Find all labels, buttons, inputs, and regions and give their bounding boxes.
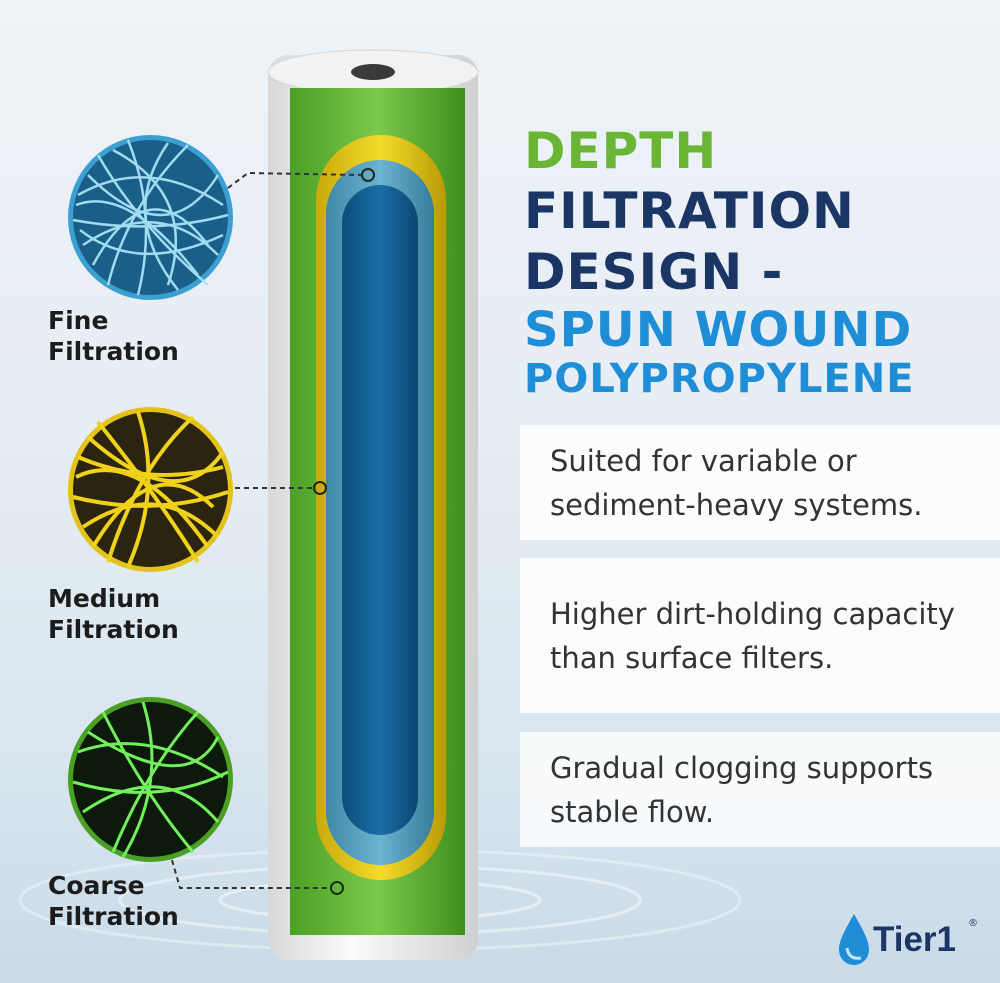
feature-card: Gradual clogging supports stable flow. <box>520 732 1000 847</box>
title-line-polypropylene: POLYPROPYLENE <box>524 356 915 402</box>
filter-cartridge-illustration <box>171 49 479 960</box>
medium-label-line1: Medium <box>48 584 161 613</box>
feature-text: Suited for variable or sediment-heavy sy… <box>550 443 923 522</box>
title-line-filtration: FILTRATION <box>524 182 855 240</box>
title-line-depth: DEPTH <box>524 122 718 180</box>
feature-text: Gradual clogging supports stable flow. <box>550 750 934 829</box>
cartridge-core-hole <box>351 64 395 80</box>
coarse-fiber-circle <box>68 697 233 862</box>
feature-card: Higher dirt-holding capacity than surfac… <box>520 558 1000 713</box>
coarse-label-line1: Coarse <box>48 871 145 900</box>
brand-name: Tier1 <box>873 920 957 959</box>
registered-mark: ® <box>968 918 978 929</box>
inner-core <box>342 185 418 835</box>
feature-card: Suited for variable or sediment-heavy sy… <box>520 425 1000 540</box>
fine-label-line1: Fine <box>48 306 109 335</box>
medium-label-line2: Filtration <box>48 615 179 644</box>
water-drop-icon <box>839 914 869 965</box>
fine-fiber-circle <box>68 135 233 300</box>
coarse-label-line2: Filtration <box>48 902 179 931</box>
coarse-filtration-label: Coarse Filtration <box>48 870 179 932</box>
fine-filtration-label: Fine Filtration <box>48 305 179 367</box>
medium-fiber-circle <box>68 407 233 572</box>
coarse-leader <box>171 859 331 889</box>
tier1-logo: Tier1 ® <box>835 910 980 970</box>
feature-text: Higher dirt-holding capacity than surfac… <box>550 596 955 675</box>
medium-callout-dot <box>313 481 327 495</box>
title-line-design: DESIGN - <box>524 243 784 301</box>
title-line-spun-wound: SPUN WOUND <box>524 302 913 358</box>
fine-leader <box>227 171 363 189</box>
medium-filtration-label: Medium Filtration <box>48 583 179 645</box>
fine-label-line2: Filtration <box>48 337 179 366</box>
